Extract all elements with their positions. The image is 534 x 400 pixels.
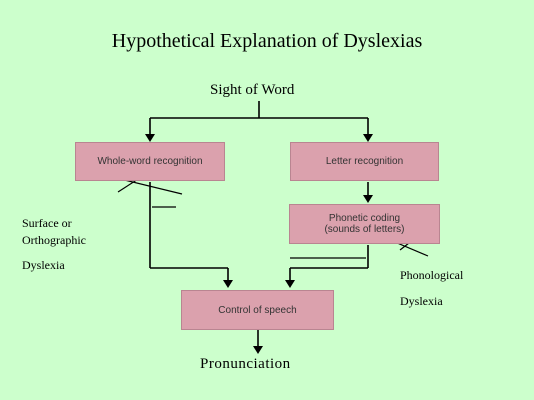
phonological-dyslexia-line1: Phonological <box>400 268 464 282</box>
phonetic-coding-sublabel: (sounds of letters) <box>324 224 405 235</box>
diagram-title: Hypothetical Explanation of Dyslexias <box>111 30 423 52</box>
surface-dyslexia-line3: Dyslexia <box>22 258 65 272</box>
phonetic-coding-label: Phonetic coding <box>328 213 401 224</box>
phonetic-coding-box: Phonetic coding (sounds of letters) <box>289 204 440 244</box>
whole-word-recognition-box: Whole-word recognition <box>75 142 225 181</box>
whole-word-recognition-label: Whole-word recognition <box>97 156 203 167</box>
surface-dyslexia-line2: Orthographic <box>22 233 86 247</box>
letter-recognition-label: Letter recognition <box>325 156 404 167</box>
surface-dyslexia-line1: Surface or <box>22 216 72 230</box>
control-of-speech-label: Control of speech <box>218 304 297 316</box>
phonological-dyslexia-line2: Dyslexia <box>400 294 443 308</box>
end-label: Pronunciation <box>200 356 291 372</box>
start-label: Sight of Word <box>210 82 295 98</box>
control-of-speech-box: Control of speech <box>181 290 334 330</box>
letter-recognition-box: Letter recognition <box>290 142 439 181</box>
